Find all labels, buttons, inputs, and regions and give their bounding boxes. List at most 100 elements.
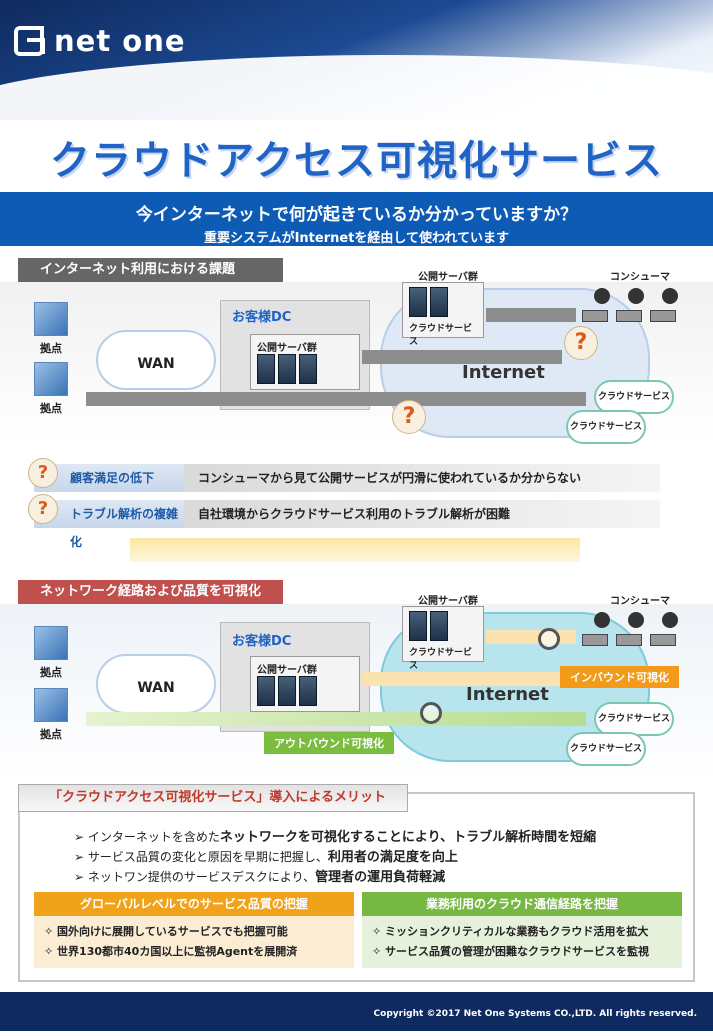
outbound-arrow [86, 392, 586, 406]
consumer-arrow [486, 630, 576, 644]
inbound-tag: インバウンド可視化 [560, 666, 679, 688]
merit-point: ➢ インターネットを含めたネットワークを可視化することにより、トラブル解析時間を… [74, 830, 597, 845]
merit-point: ➢ サービス品質の変化と原因を早期に把握し、利用者の満足度を向上 [74, 850, 458, 865]
site-building-icon [34, 626, 68, 660]
cloud-route-list: ✧ ミッションクリティカルな業務もクラウド活用を拡大 ✧ サービス品質の管理が困… [362, 916, 682, 968]
laptop-icon [582, 634, 608, 646]
question-mark-icon: ? [28, 458, 58, 488]
question-mark-icon: ? [564, 326, 598, 360]
transition-arrow [130, 538, 580, 562]
band-question: 今インターネットで何が起きているか分かっていますか？ [135, 205, 578, 225]
global-quality-list: ✧ 国外向けに展開しているサービスでも把握可能 ✧ 世界130都市40カ国以上に… [34, 916, 354, 968]
header-banner: net one [0, 0, 713, 120]
consumer-label: コンシューマ [610, 596, 670, 607]
server-icon [257, 676, 275, 706]
merit-point-pre: サービス品質の変化と原因を早期に把握し、 [87, 850, 328, 864]
person-icon [594, 288, 610, 304]
person-icon [628, 612, 644, 628]
internet-label: Internet [466, 684, 549, 705]
site-building-icon [34, 302, 68, 336]
laptop-icon [650, 310, 676, 322]
problem-badge: トラブル解析の複雑化 [34, 500, 184, 549]
cloud-service-b: クラウドサービス [566, 410, 646, 444]
list-item-text: サービス品質の管理が困難なクラウドサービスを監視 [385, 945, 650, 958]
site-building-icon [34, 362, 68, 396]
internet-label: Internet [462, 362, 545, 383]
consumer-group [580, 612, 690, 652]
person-icon [628, 288, 644, 304]
outbound-tag: アウトバウンド可視化 [264, 732, 394, 754]
merit-point-pre: ネットワン提供のサービスデスクにより、 [87, 870, 316, 884]
public-server-group: 公開サーバ群 [250, 656, 360, 712]
footer: Copyright ©2017 Net One Systems CO.,LTD.… [0, 992, 713, 1031]
wan-cloud: WAN [96, 654, 216, 714]
site-building-icon [34, 688, 68, 722]
problem-badge: 顧客満足の低下 [34, 464, 184, 492]
merit-point: ➢ ネットワン提供のサービスデスクにより、管理者の運用負荷軽減 [74, 870, 446, 885]
question-mark-icon: ? [392, 400, 426, 434]
list-item: ✧ 世界130都市40カ国以上に監視Agentを展開済 [44, 945, 298, 958]
server-group-label: 公開サーバ群 [257, 665, 317, 676]
dc-title: お客様DC [232, 310, 292, 325]
server-icon [299, 354, 317, 384]
question-band: 今インターネットで何が起きているか分かっていますか？ 重要システムがIntern… [0, 192, 713, 246]
merit-point-bold: ネットワークを可視化することにより、トラブル解析時間を短縮 [219, 830, 597, 845]
problem-desc: コンシューマから見て公開サービスが円滑に使われているか分からない [184, 464, 660, 492]
cloud-public-servers: クラウドサービス [402, 282, 484, 347]
server-icon [430, 287, 448, 317]
person-icon [594, 612, 610, 628]
consumer-label: コンシューマ [610, 272, 670, 283]
cloud-public-server-label: 公開サーバ群 [418, 596, 478, 607]
consumer-group [580, 288, 690, 328]
band-subtitle: 重要システムがInternetを経由して使われています [203, 231, 509, 246]
server-icon [278, 354, 296, 384]
cloud-route-heading: 業務利用のクラウド通信経路を把握 [362, 892, 682, 916]
server-icon [409, 611, 427, 641]
list-item: ✧ ミッションクリティカルな業務もクラウド活用を拡大 [372, 925, 649, 938]
person-icon [662, 288, 678, 304]
server-group-label: 公開サーバ群 [257, 343, 317, 354]
logo: net one [14, 24, 186, 58]
list-item-text: 世界130都市40カ国以上に監視Agentを展開済 [57, 945, 298, 958]
question-mark-icon: ? [28, 494, 58, 524]
cloud-public-server-label: 公開サーバ群 [418, 272, 478, 283]
list-item: ✧ サービス品質の管理が困難なクラウドサービスを監視 [372, 945, 650, 958]
laptop-icon [616, 634, 642, 646]
public-server-group: 公開サーバ群 [250, 334, 360, 390]
logo-text: net one [54, 24, 186, 58]
problem-desc: 自社環境からクラウドサービス利用のトラブル解析が困難 [184, 500, 660, 528]
laptop-icon [650, 634, 676, 646]
section1-heading: インターネット利用における課題 [18, 258, 283, 282]
laptop-icon [582, 310, 608, 322]
cloud-service-a: クラウドサービス [594, 702, 674, 736]
header-swoosh [0, 55, 713, 120]
inbound-arrow [362, 350, 562, 364]
magnifier-icon [538, 628, 560, 650]
list-item: ✧ 国外向けに展開しているサービスでも把握可能 [44, 925, 288, 938]
dc-title: お客様DC [232, 634, 292, 649]
list-item-text: ミッションクリティカルな業務もクラウド活用を拡大 [385, 925, 649, 938]
site-label: 拠点 [40, 342, 62, 355]
server-icon [257, 354, 275, 384]
person-icon [662, 612, 678, 628]
logo-mark-icon [14, 26, 45, 56]
cloud-service-label: クラウドサービス [409, 324, 473, 347]
cloud-service-label: クラウドサービス [409, 648, 473, 671]
consumer-arrow [486, 308, 576, 322]
cloud-service-a: クラウドサービス [594, 380, 674, 414]
list-item-text: 国外向けに展開しているサービスでも把握可能 [57, 925, 288, 938]
site-label: 拠点 [40, 666, 62, 679]
magnifier-icon [420, 702, 442, 724]
cloud-service-b: クラウドサービス [566, 732, 646, 766]
merit-point-bold: 利用者の満足度を向上 [327, 850, 458, 865]
server-icon [430, 611, 448, 641]
problem-row: ? 顧客満足の低下 コンシューマから見て公開サービスが円滑に使われているか分から… [28, 458, 660, 492]
inbound-arrow [362, 672, 562, 686]
site-label: 拠点 [40, 402, 62, 415]
merit-point-pre: インターネットを含めた [87, 830, 220, 844]
server-icon [278, 676, 296, 706]
merit-heading: 「クラウドアクセス可視化サービス」導入によるメリット [18, 784, 408, 812]
problem-row: ? トラブル解析の複雑化 自社環境からクラウドサービス利用のトラブル解析が困難 [28, 494, 660, 549]
site-label: 拠点 [40, 728, 62, 741]
section2-heading: ネットワーク経路および品質を可視化 [18, 580, 283, 604]
